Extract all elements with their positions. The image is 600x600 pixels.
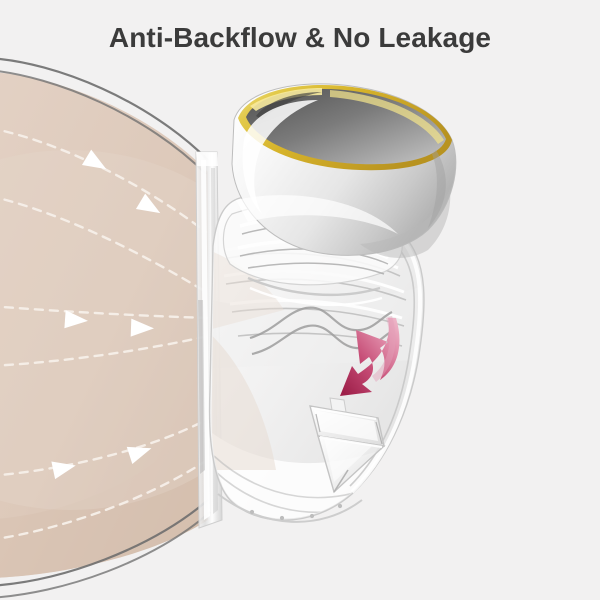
- duckbill-valve: [309, 397, 386, 494]
- milk-flow-path-3: [0, 305, 210, 320]
- flow-arrow-1: [81, 149, 107, 170]
- milk-flow-path-1: [0, 128, 208, 234]
- body-contour-line: [0, 57, 209, 175]
- backflow-arrow: [340, 316, 400, 396]
- flow-arrow-group: [51, 149, 161, 480]
- milk-flow-path-6: [0, 460, 206, 540]
- flow-arrow-3: [64, 310, 88, 329]
- body-contour-line-lower: [0, 499, 211, 599]
- pump-motor-housing: [231, 83, 457, 258]
- milk-flow-path-4: [0, 334, 210, 367]
- milk-flow-paths: [0, 128, 210, 540]
- flow-arrow-5: [51, 461, 76, 480]
- milk-flow-path-5: [0, 418, 208, 477]
- flow-arrow-4: [130, 318, 154, 337]
- flow-arrow-6: [126, 446, 152, 464]
- collector-top-sheen: [236, 195, 398, 234]
- page-title: Anti-Backflow & No Leakage: [108, 22, 492, 53]
- vent-dots: [249, 503, 343, 521]
- flow-arrow-2: [135, 193, 161, 214]
